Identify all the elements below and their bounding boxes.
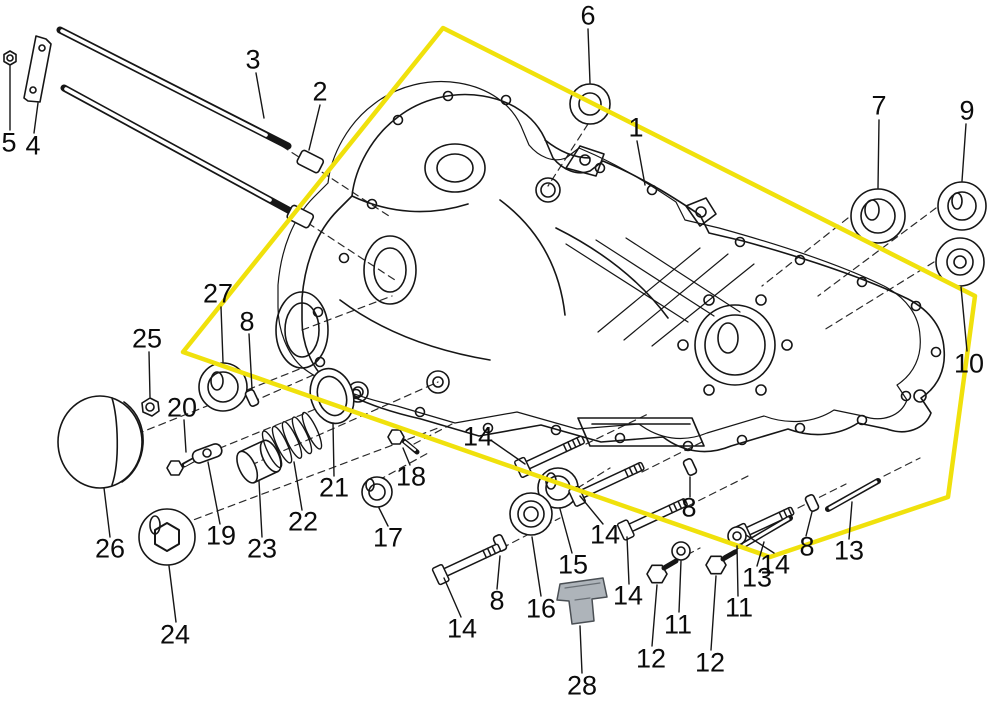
highlight-outline (180, 25, 978, 560)
perimeter-bolt-holes (312, 90, 942, 452)
part-16-oil-seal (509, 492, 553, 536)
part-25-nut (141, 397, 160, 417)
part-19-plate (191, 443, 223, 464)
part-24-plug (138, 508, 196, 566)
part-27-bearing (198, 362, 248, 412)
part-9-bearing (937, 181, 987, 231)
gasket-outline (277, 80, 921, 440)
part-7-bearing (850, 188, 906, 244)
clutch-boss (677, 294, 793, 396)
part-3-shift-rods (56, 26, 296, 216)
part-12-hex-bolts (646, 549, 738, 584)
part-13-studs (739, 478, 881, 549)
part-5-nut (3, 50, 17, 66)
cover-outline (301, 93, 946, 453)
part-26-cap (57, 395, 144, 489)
part-22-spring (261, 411, 323, 469)
part-11-washers (671, 526, 747, 561)
part-4-bracket (23, 35, 52, 103)
crankcase-cover-drawing (275, 80, 946, 453)
part-14-bolts (431, 435, 795, 586)
part-28-retainer-bracket (556, 577, 608, 625)
part-17-bushing (361, 476, 393, 508)
leader-lines (9, 28, 968, 674)
rib-lattice (565, 237, 755, 347)
